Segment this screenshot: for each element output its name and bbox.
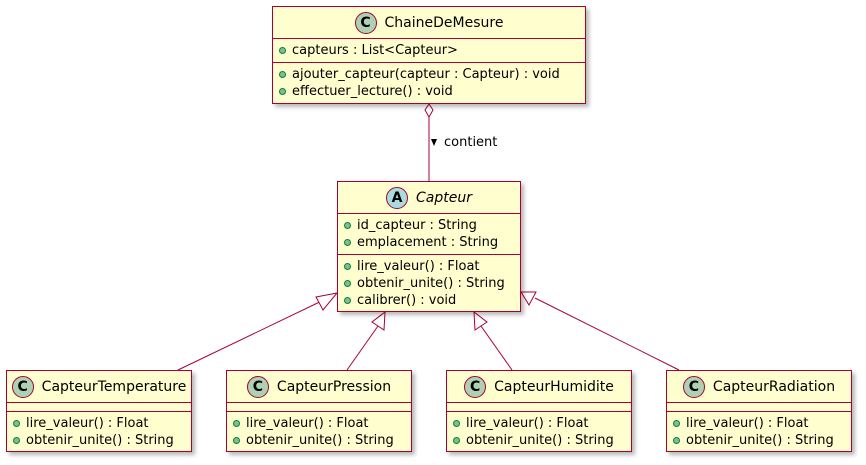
methods-section: lire_valeur() : Float obtenir_unite() : … <box>667 411 851 452</box>
inheritance-line-pression <box>346 325 379 371</box>
class-stereotype-icon: C <box>246 375 269 398</box>
method-row: obtenir_unite() : String <box>453 432 625 449</box>
method-row: obtenir_unite() : String <box>13 432 185 449</box>
class-header: A Capteur <box>338 182 520 214</box>
class-header: C CapteurPression <box>227 371 411 403</box>
class-stereotype-icon: C <box>11 375 34 398</box>
aggregation-label: contient <box>444 135 498 150</box>
attributes-section: capteurs : List<Capteur> <box>273 39 585 62</box>
class-name: CapteurHumidite <box>494 378 614 395</box>
attribute-row: capteurs : List<Capteur> <box>279 42 579 59</box>
inheritance-arrowhead-temperature <box>315 292 339 311</box>
inheritance-arrowhead-humidite <box>473 310 488 331</box>
public-visibility-icon <box>344 297 351 304</box>
class-capteur-temperature[interactable]: C CapteurTemperature lire_valeur() : Flo… <box>6 370 192 452</box>
aggregation-diamond <box>424 103 434 119</box>
class-name: CapteurTemperature <box>41 378 187 395</box>
public-visibility-icon <box>279 88 286 95</box>
method-row: calibrer() : void <box>344 292 514 309</box>
attribute-row: id_capteur : String <box>344 217 514 234</box>
abstract-stereotype-icon: A <box>386 186 408 209</box>
public-visibility-icon <box>233 437 240 444</box>
class-capteur-humidite[interactable]: C CapteurHumidite lire_valeur() : Float … <box>446 370 632 452</box>
method-row: lire_valeur() : Float <box>453 415 625 432</box>
method-row: lire_valeur() : Float <box>233 415 405 432</box>
class-name: CapteurRadiation <box>712 378 836 395</box>
methods-section: lire_valeur() : Float obtenir_unite() : … <box>7 411 191 452</box>
class-stereotype-icon: C <box>464 375 487 398</box>
inheritance-line-radiation <box>534 297 680 371</box>
class-chaine-de-mesure[interactable]: C ChaineDeMesure capteurs : List<Capteur… <box>272 6 586 104</box>
class-capteur-pression[interactable]: C CapteurPression lire_valeur() : Float … <box>226 370 412 452</box>
direction-arrow-icon <box>431 139 437 146</box>
method-row: obtenir_unite() : String <box>233 432 405 449</box>
attributes-section <box>7 403 191 411</box>
method-row: ajouter_capteur(capteur : Capteur) : voi… <box>279 66 579 83</box>
method-row: obtenir_unite() : String <box>344 275 514 292</box>
class-capteur[interactable]: A Capteur id_capteur : String emplacemen… <box>337 181 521 312</box>
method-row: lire_valeur() : Float <box>673 415 845 432</box>
inheritance-arrowhead-radiation <box>520 291 537 307</box>
method-row: effectuer_lecture() : void <box>279 83 579 100</box>
public-visibility-icon <box>673 420 680 427</box>
inheritance-line-temperature <box>177 296 331 371</box>
attribute-row: emplacement : String <box>344 234 514 251</box>
public-visibility-icon <box>453 437 460 444</box>
class-header: C CapteurRadiation <box>667 371 851 403</box>
class-name: Capteur <box>416 189 472 206</box>
attributes-section: id_capteur : String emplacement : String <box>338 214 520 254</box>
methods-section: lire_valeur() : Float obtenir_unite() : … <box>227 411 411 452</box>
public-visibility-icon <box>13 437 20 444</box>
inheritance-arrowhead-pression <box>371 310 386 331</box>
public-visibility-icon <box>344 280 351 287</box>
method-row: lire_valeur() : Float <box>13 415 185 432</box>
public-visibility-icon <box>279 47 286 54</box>
class-header: C CapteurTemperature <box>7 371 191 403</box>
class-stereotype-icon: C <box>682 375 705 398</box>
methods-section: lire_valeur() : Float obtenir_unite() : … <box>338 254 520 312</box>
public-visibility-icon <box>344 222 351 229</box>
methods-section: ajouter_capteur(capteur : Capteur) : voi… <box>273 62 585 103</box>
methods-section: lire_valeur() : Float obtenir_unite() : … <box>447 411 631 452</box>
class-stereotype-icon: C <box>354 11 377 34</box>
public-visibility-icon <box>453 420 460 427</box>
public-visibility-icon <box>13 420 20 427</box>
public-visibility-icon <box>279 71 286 78</box>
public-visibility-icon <box>344 263 351 270</box>
inheritance-line-humidite <box>480 325 513 371</box>
public-visibility-icon <box>233 420 240 427</box>
attributes-section <box>447 403 631 411</box>
class-capteur-radiation[interactable]: C CapteurRadiation lire_valeur() : Float… <box>666 370 852 452</box>
attributes-section <box>667 403 851 411</box>
class-name: ChaineDeMesure <box>384 14 504 31</box>
class-name: CapteurPression <box>276 378 392 395</box>
public-visibility-icon <box>673 437 680 444</box>
class-header: C CapteurHumidite <box>447 371 631 403</box>
class-header: C ChaineDeMesure <box>273 7 585 39</box>
method-row: obtenir_unite() : String <box>673 432 845 449</box>
public-visibility-icon <box>344 239 351 246</box>
method-row: lire_valeur() : Float <box>344 258 514 275</box>
attributes-section <box>227 403 411 411</box>
